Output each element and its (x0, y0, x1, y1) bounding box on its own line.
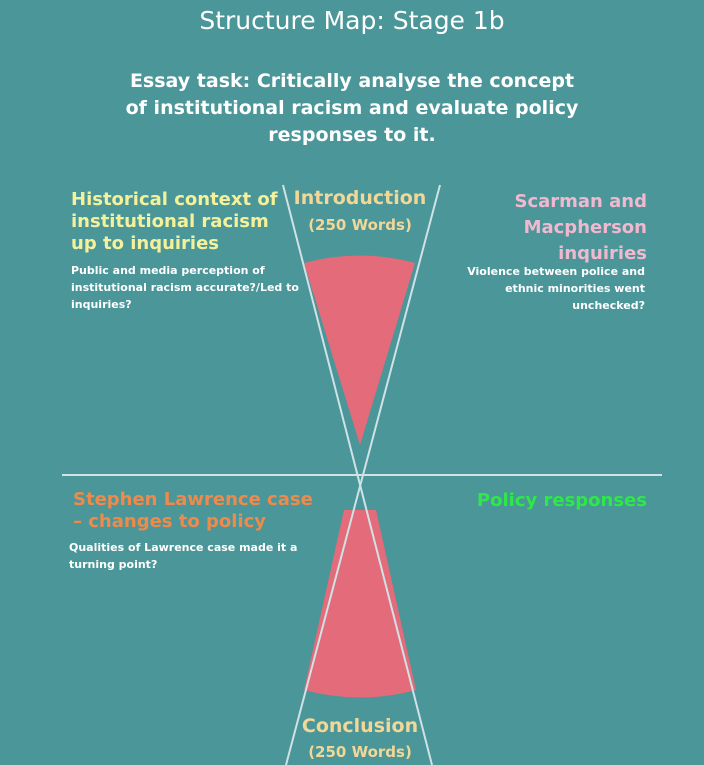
diagonal-left (282, 184, 433, 765)
introduction-words: (250 Words) (308, 216, 412, 234)
bottom-left-heading: Stephen Lawrence case – changes to polic… (73, 489, 313, 532)
bottom-left-note: Qualities of Lawrence case made it a tur… (69, 541, 298, 571)
top-wedge (304, 255, 415, 445)
top-left-note: Public and media perception of instituti… (71, 264, 299, 311)
bottom-wedge (304, 510, 416, 698)
conclusion-label: Conclusion (301, 715, 419, 737)
conclusion-words: (250 Words) (308, 743, 412, 761)
top-left-heading: Historical context of institutional raci… (71, 189, 278, 254)
top-right-note: Violence between police and ethnic minor… (467, 265, 645, 312)
diagonal-right (285, 184, 441, 765)
introduction-label: Introduction (293, 187, 427, 209)
essay-task: Essay task: Critically analyse the conce… (125, 70, 579, 146)
top-right-heading: Scarman and Macpherson inquiries (514, 191, 648, 264)
bottom-right-heading: Policy responses (476, 490, 647, 511)
page-title: Structure Map: Stage 1b (199, 6, 505, 35)
